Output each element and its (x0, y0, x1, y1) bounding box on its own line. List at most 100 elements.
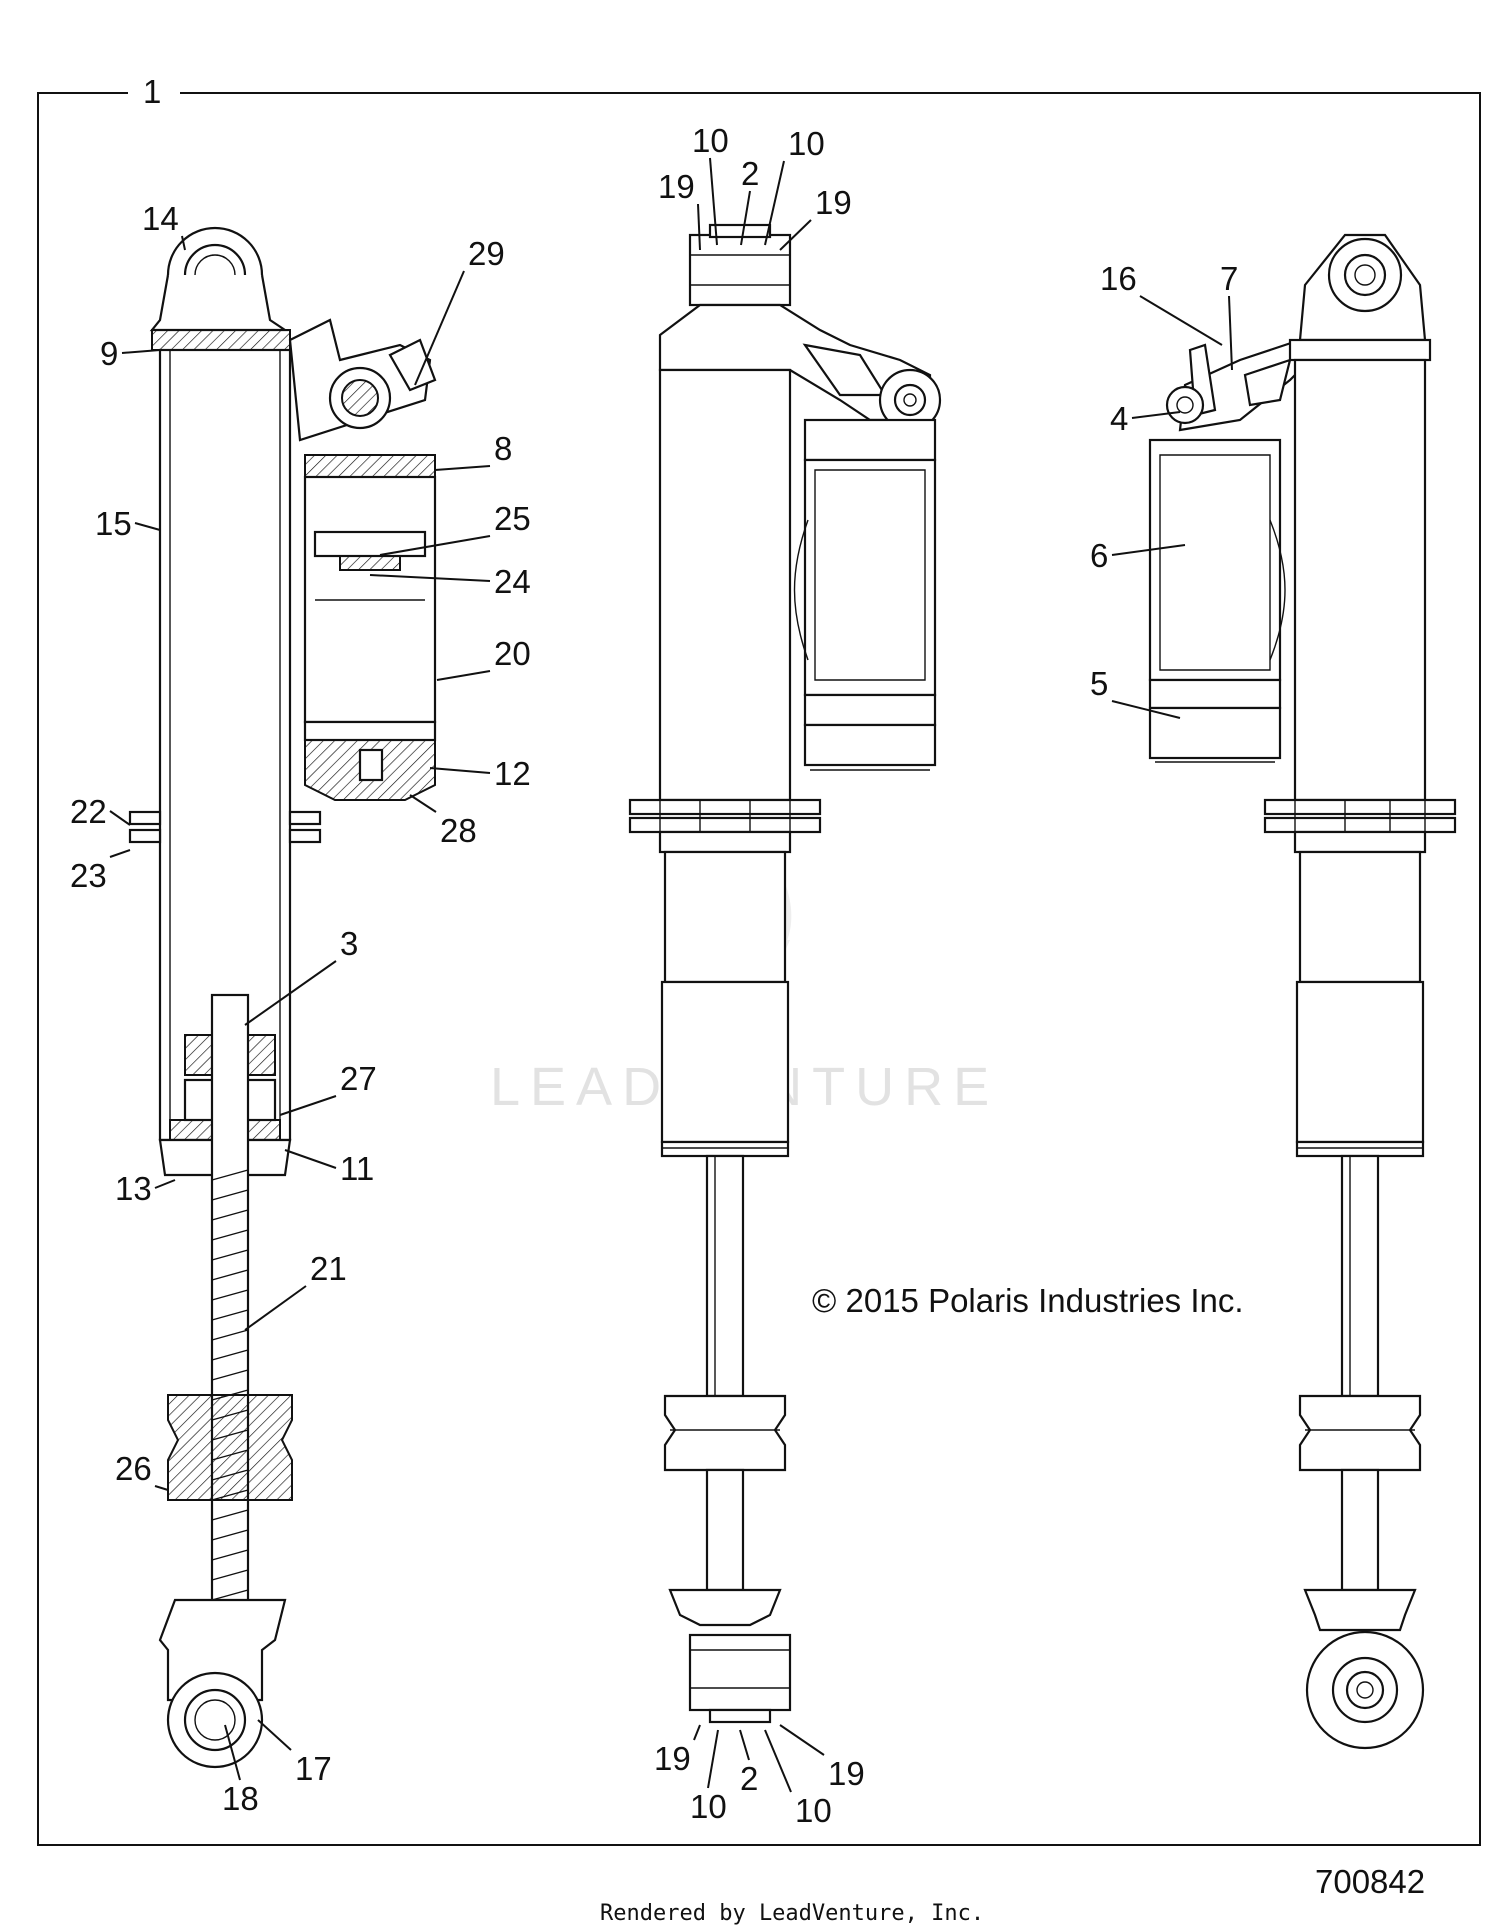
callout-c18: 18 (222, 1724, 259, 1817)
callout-number: 29 (468, 235, 505, 272)
callout-c28: 28 (409, 794, 477, 849)
leader-line (764, 160, 785, 246)
leader-line (779, 219, 812, 251)
callout-m10b: 10 (764, 125, 825, 246)
callout-c22: 22 (70, 793, 131, 830)
callout-c29: 29 (414, 235, 505, 386)
callout-number: 10 (795, 1792, 832, 1829)
callout-number: 22 (70, 793, 107, 830)
callout-number: 24 (494, 563, 531, 600)
leader-line (109, 810, 131, 826)
callout-c8: 8 (434, 430, 512, 471)
callout-m19d: 19 (779, 1724, 865, 1792)
callout-number: 10 (788, 125, 825, 162)
callout-number: 2 (740, 1760, 758, 1797)
callout-m19c: 19 (654, 1724, 701, 1777)
leader-line (244, 1285, 307, 1331)
callout-m10a: 10 (692, 122, 729, 246)
callout-number: 6 (1090, 537, 1108, 574)
callout-c9: 9 (100, 335, 161, 372)
callout-c12: 12 (429, 755, 531, 792)
shock-side-view (628, 223, 942, 1724)
leader-line (244, 960, 337, 1026)
leader-line (134, 522, 161, 531)
leader-line (409, 794, 437, 813)
callout-c11: 11 (284, 1149, 374, 1187)
shock-rear-view (1148, 233, 1457, 1750)
callout-m19b: 19 (779, 184, 852, 251)
callout-number: 25 (494, 500, 531, 537)
callout-c14: 14 (142, 200, 186, 251)
leader-line (109, 849, 131, 858)
callout-number: 19 (828, 1755, 865, 1792)
frame-number: 1 (143, 73, 161, 110)
leader-line (121, 349, 161, 354)
callout-number: 19 (654, 1740, 691, 1777)
leader-line (764, 1729, 792, 1793)
rendered-by-credit: Rendered by LeadVenture, Inc. (600, 1901, 984, 1926)
leader-line (436, 670, 491, 681)
callout-number: 2 (741, 155, 759, 192)
leader-line (1228, 295, 1233, 371)
callout-c17: 17 (257, 1719, 332, 1787)
callout-number: 15 (95, 505, 132, 542)
callout-m10c: 10 (690, 1729, 727, 1825)
callout-number: 4 (1110, 400, 1128, 437)
leader-line (279, 1095, 337, 1116)
leader-line (181, 235, 186, 251)
callout-c25: 25 (379, 500, 531, 556)
callout-number: 20 (494, 635, 531, 672)
leader-line (414, 270, 465, 386)
leader-line (154, 1179, 176, 1189)
leader-line (697, 203, 701, 251)
callout-number: 18 (222, 1780, 259, 1817)
leader-line (1131, 411, 1181, 419)
leader-line (434, 465, 491, 471)
callout-number: 8 (494, 430, 512, 467)
callout-number: 10 (690, 1788, 727, 1825)
leader-line (154, 1485, 169, 1491)
callout-c20: 20 (436, 635, 531, 681)
callout-m19a: 19 (658, 168, 701, 251)
callout-number: 19 (658, 168, 695, 205)
callout-number: 14 (142, 200, 179, 237)
callout-r7: 7 (1220, 260, 1238, 371)
leader-line (379, 535, 491, 556)
callout-m10d: 10 (764, 1729, 832, 1829)
callout-number: 26 (115, 1450, 152, 1487)
diagram-number: 700842 (1315, 1863, 1425, 1900)
callout-c13: 13 (115, 1170, 176, 1207)
leader-line (779, 1724, 825, 1756)
leader-line (740, 190, 751, 246)
callout-number: 11 (340, 1150, 374, 1187)
shock-cutaway-view (128, 226, 437, 1769)
callout-number: 23 (70, 857, 107, 894)
callout-c24: 24 (369, 563, 531, 600)
callout-c15: 15 (95, 505, 161, 542)
copyright-notice: © 2015 Polaris Industries Inc. (812, 1282, 1244, 1319)
callout-number: 17 (295, 1750, 332, 1787)
callout-number: 27 (340, 1060, 377, 1097)
leader-line (257, 1719, 292, 1751)
callout-r6: 6 (1090, 537, 1186, 574)
callout-number: 19 (815, 184, 852, 221)
leader-line (429, 767, 491, 774)
callout-r4: 4 (1110, 400, 1181, 437)
callout-c21: 21 (244, 1250, 347, 1331)
callout-number: 13 (115, 1170, 152, 1207)
callout-number: 10 (692, 122, 729, 159)
callout-number: 21 (310, 1250, 347, 1287)
assembly-frame: 1 (37, 73, 1481, 1846)
leader-line (707, 1729, 719, 1789)
leader-line (224, 1724, 241, 1781)
callout-number: 5 (1090, 665, 1108, 702)
callout-number: 16 (1100, 260, 1137, 297)
callout-number: 12 (494, 755, 531, 792)
callout-c27: 27 (279, 1060, 377, 1116)
leader-line (284, 1149, 337, 1169)
callout-m2b: 2 (739, 1729, 758, 1797)
leader-line (1139, 295, 1223, 346)
callout-number: 7 (1220, 260, 1238, 297)
